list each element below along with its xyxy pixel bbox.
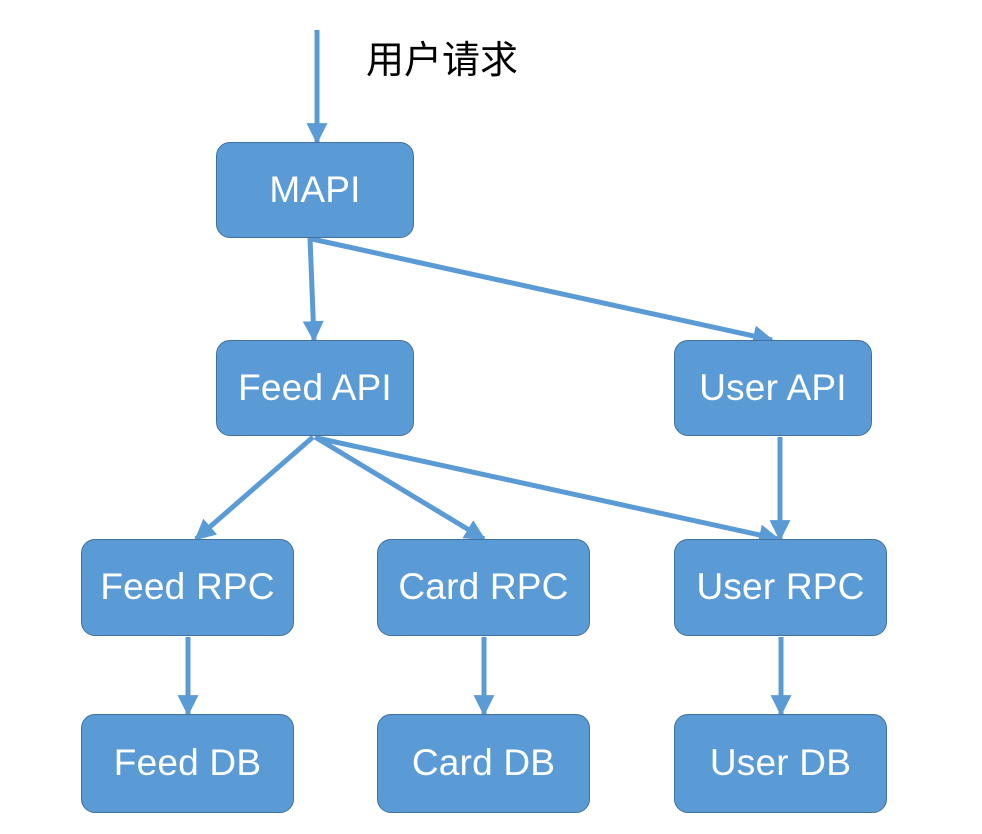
node-mapi-label: MAPI: [269, 168, 361, 210]
node-card-db[interactable]: Card DB: [377, 714, 590, 813]
node-card-rpc-label: Card RPC: [398, 566, 569, 607]
edge-mapi-to-user-api: [311, 236, 775, 347]
edge-feed-api-to-feed-rpc: [194, 435, 315, 541]
node-user-rpc-label: User RPC: [696, 566, 865, 607]
node-feed-db[interactable]: Feed DB: [81, 714, 294, 813]
node-feed-api[interactable]: Feed API: [216, 340, 414, 436]
node-mapi[interactable]: MAPI: [216, 142, 414, 238]
edge-feed-api-to-user-rpc: [316, 435, 781, 546]
node-feed-rpc[interactable]: Feed RPC: [81, 539, 294, 636]
node-user-db[interactable]: User DB: [674, 714, 887, 813]
edge-mapi-to-feed-api: [302, 237, 324, 343]
user-request-caption: 用户请求: [366, 42, 518, 80]
edge-feed-api-to-card-rpc: [313, 434, 486, 542]
user-request-caption-label: 用户请求: [366, 40, 519, 82]
node-user-api-label: User API: [699, 366, 847, 408]
node-feed-rpc-label: Feed RPC: [100, 566, 275, 607]
node-feed-api-label: Feed API: [238, 366, 392, 408]
node-card-rpc[interactable]: Card RPC: [377, 539, 590, 636]
node-user-db-label: User DB: [709, 742, 852, 783]
node-user-rpc[interactable]: User RPC: [674, 539, 887, 636]
node-feed-db-label: Feed DB: [113, 742, 262, 783]
node-card-db-label: Card DB: [411, 742, 556, 783]
node-user-api[interactable]: User API: [674, 340, 872, 436]
